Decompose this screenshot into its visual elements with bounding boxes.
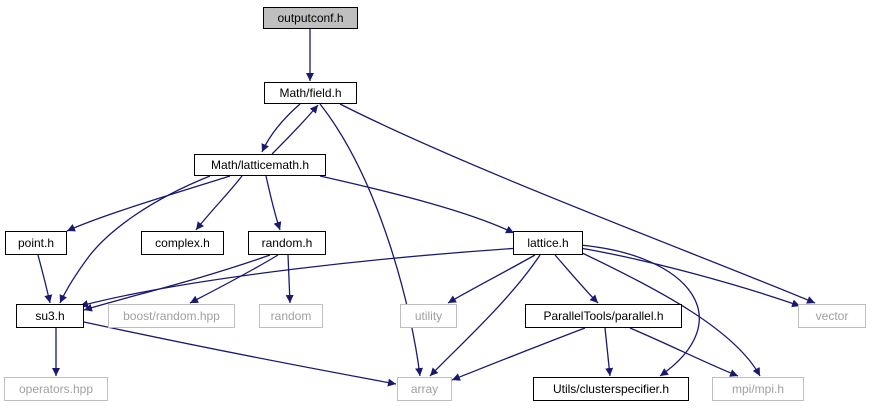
edge-parallel-to-array: [451, 327, 586, 381]
edge-random_h-to-su3: [83, 254, 271, 312]
edge-latticemath-to-complex: [195, 175, 243, 231]
node-operators-hpp[interactable]: operators.hpp: [4, 377, 108, 401]
edge-latticemath-to-field: [271, 104, 319, 155]
edge-lattice-to-parallel: [554, 254, 599, 304]
node-vector[interactable]: vector: [798, 304, 866, 328]
edge-field-to-latticemath: [261, 103, 301, 153]
node-random-h[interactable]: random.h: [248, 231, 326, 255]
edge-lattice-to-vector: [579, 247, 801, 308]
edge-latticemath-to-lattice: [319, 175, 515, 234]
node-utils-clusterspecifier-h[interactable]: Utils/clusterspecifier.h: [533, 377, 689, 401]
edge-lattice-to-su3: [79, 247, 521, 308]
node-math-field-h[interactable]: Math/field.h: [264, 82, 357, 104]
node-outputconf-h[interactable]: outputconf.h: [263, 7, 358, 29]
edge-lattice-to-utility: [447, 254, 536, 304]
node-lattice-h[interactable]: lattice.h: [513, 231, 583, 255]
node-paralleltools-parallel-h[interactable]: ParallelTools/parallel.h: [525, 304, 682, 328]
node-boost-random-hpp[interactable]: boost/random.hpp: [108, 304, 235, 328]
edge-field-to-array: [319, 103, 424, 377]
edge-lattice-to-array: [429, 254, 541, 377]
edge-latticemath-to-random_h: [265, 175, 282, 231]
node-su3-h[interactable]: su3.h: [16, 304, 84, 328]
edge-parallel-to-clusterspecifier: [604, 327, 614, 377]
edge-lattice-to-clusterspecifier: [579, 244, 700, 377]
edge-random_h-to-random: [285, 254, 294, 304]
edge-field-to-vector: [339, 103, 816, 304]
edge-point-to-su3: [37, 254, 53, 304]
node-point-h[interactable]: point.h: [5, 231, 67, 255]
node-complex-h[interactable]: complex.h: [141, 231, 224, 255]
node-math-latticemath-h[interactable]: Math/latticemath.h: [194, 154, 326, 176]
edge-su3-to-array: [83, 321, 397, 387]
edge-parallel-to-mpi: [629, 327, 739, 377]
node-mpi-mpi-h[interactable]: mpi/mpi.h: [712, 377, 804, 401]
edge-lattice-to-mpi: [579, 251, 761, 377]
edge-random_h-to-boost_random: [189, 254, 279, 304]
edge-latticemath-to-point: [66, 175, 231, 232]
node-utility[interactable]: utility: [400, 304, 457, 328]
edge-latticemath-to-su3: [59, 175, 211, 304]
node-random[interactable]: random: [259, 304, 323, 328]
node-array[interactable]: array: [397, 377, 452, 401]
